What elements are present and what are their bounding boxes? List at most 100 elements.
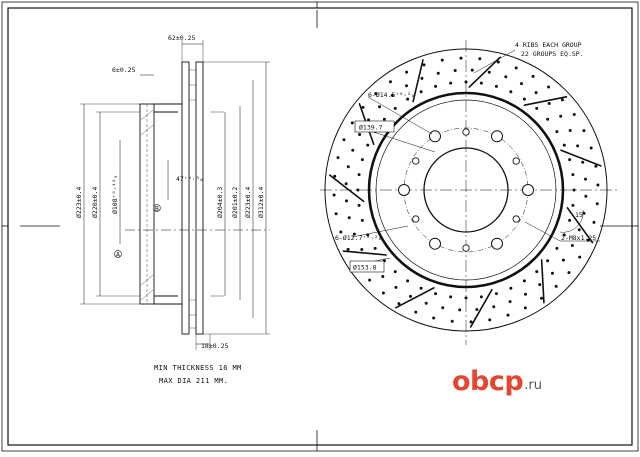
cross-drill-dot [576,144,580,148]
cross-drill-dot [449,81,453,85]
cross-drill-dot [419,90,423,94]
callout-a-label: A [116,251,120,259]
ribs-note-line2: 22 GROUPS EQ.SP. [521,50,584,58]
cross-drill-dot [509,90,513,94]
holes-small-label: 6-Ø12.7⁺⁰·²₀ [335,234,382,242]
dim-d204: Ø204±0.3 [216,187,224,218]
cross-drill-dot [367,118,371,122]
slot-groove [469,288,493,328]
watermark-tld: .ru [524,377,542,393]
cross-drill-dot [560,98,564,102]
cross-drill-dot [550,271,554,275]
cross-drill-dot [469,320,473,324]
cross-drill-dot [360,248,364,252]
cross-drill-dot [496,60,500,64]
cross-drill-dot [570,243,574,247]
dim-d312: Ø312±0.4 [257,187,265,218]
small-hole [412,157,420,165]
bolt-hole [429,237,441,250]
cross-drill-dot [547,102,551,106]
cross-drill-dots [332,56,600,324]
bolt-hole [429,130,441,143]
cross-drill-dot [555,130,559,134]
cross-drill-dot [393,106,397,110]
cross-drill-dot [344,182,348,186]
cross-drill-dot [351,148,355,152]
watermark-brand: obcp [452,366,524,397]
dim-d223-right: Ø223±0.4 [244,187,252,218]
dim-thickness-6: 6±0.25 [112,66,136,74]
cross-drill-dot [409,294,413,298]
pcd-box [354,120,395,133]
cross-drill-dot [547,85,551,89]
cross-drill-dot [535,106,539,110]
cross-drill-dot [420,76,424,80]
cross-drill-dot [571,173,575,177]
cross-drill-dot [538,283,542,287]
watermark-logo: obcp .ru [452,366,542,397]
cross-drill-dot [534,91,538,95]
cross-drill-dot [572,112,576,116]
ribs-note-line1: 4 RIBS EACH GROUP [515,41,582,49]
cross-drill-dot [488,318,492,322]
cross-drill-dot [378,105,382,109]
dim-d223-left: Ø223±0.4 [75,187,83,218]
cross-drill-dot [479,295,483,299]
frame-ticks [2,2,638,451]
dim-d220: Ø220±0.4 [91,187,99,218]
cross-drill-dot [373,246,377,250]
cross-drill-dot [494,84,498,88]
cross-drill-dot [339,230,343,234]
cross-drill-dot [584,177,588,181]
slot-groove [560,149,602,167]
cross-drill-dot [434,84,438,88]
cross-drill-dot [479,81,483,85]
cross-drill-dot [368,278,372,282]
cross-drill-dot [333,174,337,178]
small-hole [462,128,470,136]
cross-drill-dot [464,80,468,84]
cross-drill-dot [594,164,598,168]
cross-drill-dot [374,92,378,96]
slot-groove [342,250,387,256]
holes-large-label: 6-Ø14.5⁺⁰·²₀ [368,91,415,99]
cross-drill-dot [504,75,508,79]
cross-drill-dot [346,247,350,251]
cross-drill-dot [535,270,539,274]
cross-drill-dot [450,319,454,323]
cross-drill-dot [356,188,360,192]
cross-drill-dot [358,133,362,137]
cross-drill-dot [432,316,436,320]
slot-groove [566,207,594,244]
cross-drill-dot [568,218,572,222]
cross-drill-dot [441,306,445,310]
cross-drill-dot [470,68,474,72]
cross-drill-dot [589,146,593,150]
cross-drill-dot [360,158,364,162]
front-holes [398,128,534,252]
cross-drill-dot [478,57,482,61]
hub-dia-label: Ø153.8 [353,264,377,272]
cross-drill-dot [422,63,426,67]
cross-drill-dot [561,258,565,262]
cross-drill-dot [453,68,457,72]
cross-drill-dot [357,203,361,207]
cross-drill-dot [494,292,498,296]
front-view [320,40,620,345]
angle-label: 15° [575,211,587,219]
cross-drill-dot [406,279,410,283]
cross-drill-dot [584,194,588,198]
cross-drill-dot [458,308,462,312]
cross-drill-dot [350,121,354,125]
cross-drill-dot [506,313,510,317]
bolt-hole [398,184,410,196]
cross-drill-dot [346,165,350,169]
cross-drill-dot [334,212,338,216]
cross-drill-dot [357,173,361,177]
inner-frame [7,7,633,446]
small-hole [512,157,520,165]
cross-drill-dot [352,232,356,236]
cross-drill-dot [434,292,438,296]
cross-drill-dot [436,71,440,75]
